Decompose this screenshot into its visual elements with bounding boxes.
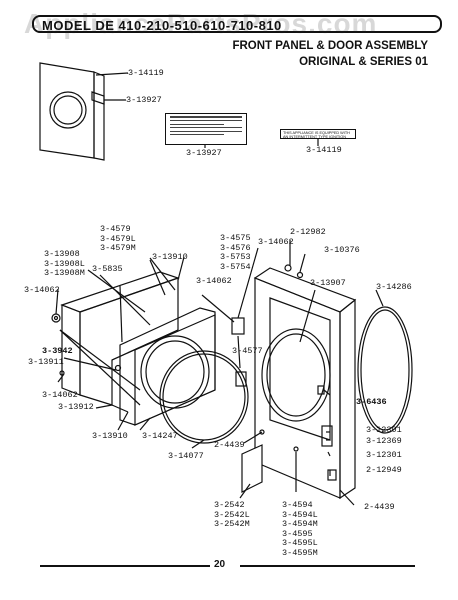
part-label: 3-14077 xyxy=(168,451,204,461)
front-panel-thumbnail xyxy=(39,62,105,161)
part-label: 3-13910 xyxy=(152,252,188,262)
part-label: 2-4439 xyxy=(364,502,395,512)
footer-rule xyxy=(40,565,210,567)
part-label: 3-14062 xyxy=(196,276,232,286)
model-banner: MODEL DE 410-210-510-610-710-810 xyxy=(32,15,442,33)
part-label: 3-14062 xyxy=(24,285,60,295)
part-label: 3-14062 xyxy=(42,390,78,400)
part-label: 3-14062 xyxy=(258,237,294,247)
part-label: 3-13927 xyxy=(126,95,162,105)
part-label: 3-13911 xyxy=(28,357,64,367)
part-label: 3-13907 xyxy=(310,278,346,288)
part-label: 3-5835 xyxy=(92,264,123,274)
part-label: 3-13912 xyxy=(58,402,94,412)
part-label: 3-12369 xyxy=(366,436,402,446)
part-label: 3-13927 xyxy=(186,148,222,158)
part-label: 2-4439 xyxy=(214,440,245,450)
toe-plate xyxy=(241,444,263,493)
door-panel xyxy=(119,307,216,426)
part-label: 3-14119 xyxy=(128,68,164,78)
footer-rule xyxy=(240,565,415,567)
page-number: 20 xyxy=(214,559,226,570)
part-label: 3-14247 xyxy=(142,431,178,441)
warning-label-graphic xyxy=(165,113,247,145)
part-label: 3-3942 xyxy=(42,346,73,356)
part-label: 3-14286 xyxy=(376,282,412,292)
main-front-panel xyxy=(253,267,357,500)
door-gasket xyxy=(159,350,249,444)
part-label: 3-10376 xyxy=(324,245,360,255)
part-label: 2-12982 xyxy=(290,227,326,237)
part-label: 3-13910 xyxy=(92,431,128,441)
seal-ring xyxy=(357,306,413,434)
diagram-subtitle: ORIGINAL & SERIES 01 xyxy=(299,56,428,68)
part-label: 2-12949 xyxy=(366,465,402,475)
part-label: 3-14119 xyxy=(306,145,342,155)
part-label: 3-12301 xyxy=(366,425,402,435)
ignition-notice-label: THIS APPLIANCE IS EQUIPPED WITH AN INTER… xyxy=(280,129,356,139)
part-label: 3-12301 xyxy=(366,450,402,460)
part-label: 3-6436 xyxy=(356,397,387,407)
part-label: 3-4577 xyxy=(232,346,263,356)
diagram-title: FRONT PANEL & DOOR ASSEMBLY xyxy=(232,40,428,52)
